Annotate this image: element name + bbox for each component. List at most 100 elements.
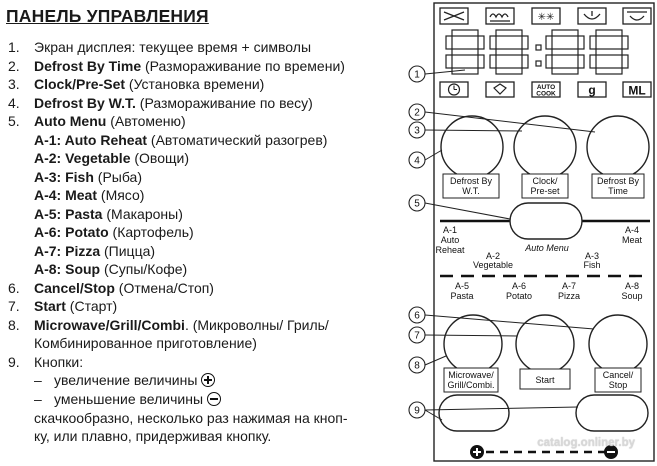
svg-text:COOK: COOK (536, 91, 556, 98)
list-item: 6.Cancel/Stop (Отмена/Стоп) (8, 279, 214, 296)
svg-text:AUTO: AUTO (537, 84, 555, 91)
cancel-label-line: Cancel/ (603, 370, 634, 380)
watermark: catalog.onliner.by (537, 437, 635, 449)
display-segment (595, 48, 623, 56)
microwave-icon (439, 7, 469, 25)
auto-menu-item: A-5: Pasta (Макароны) (34, 205, 183, 222)
micro-label-line: Microwave/ (448, 370, 494, 380)
gram-icon: g (577, 81, 607, 98)
cancel-label-line: Stop (609, 380, 628, 390)
ml-icon: ML (622, 81, 652, 98)
minus-icon (604, 445, 618, 459)
callout-circle (408, 121, 426, 139)
display-segment (545, 35, 553, 50)
list-item: 2.Defrost By Time (Размораживание по вре… (8, 57, 345, 74)
display-segment (495, 48, 523, 56)
clock-label-line: Clock/ (532, 176, 558, 186)
micro-label-line: Grill/Combi. (447, 380, 494, 390)
defrost-by-time-button[interactable] (586, 115, 650, 179)
display-segment (521, 35, 529, 50)
tail-text-line: скачкообразно, несколько раз нажимая на … (34, 410, 348, 426)
svg-text:✳✳: ✳✳ (538, 12, 555, 23)
colon-dot (535, 60, 542, 67)
decrease-button[interactable] (575, 394, 649, 432)
combi-icon (577, 7, 607, 25)
instructions-section: ПАНЕЛЬ УПРАВЛЕНИЯ 1.Экран дисплея: текущ… (0, 6, 348, 445)
display-segment (589, 54, 597, 69)
list-item: 3.Clock/Pre-Set (Установка времени) (8, 76, 265, 92)
auto-menu-item: A-2: Vegetable (Овощи) (34, 150, 189, 166)
defrost-time-label-line: Time (608, 186, 628, 196)
callout-number: 9 (414, 406, 420, 417)
callout-circle (408, 151, 426, 169)
display-segment (577, 54, 585, 69)
auto-menu-label: Auto Menu (524, 243, 569, 253)
list-item-continuation: Комбинированное приготовление) (34, 335, 257, 351)
callout-number: 3 (414, 126, 420, 137)
grill-icon (485, 7, 515, 25)
start-label: Start (535, 375, 555, 385)
display-segment (477, 54, 485, 69)
clock-preset-button[interactable] (513, 115, 577, 179)
callout-number: 8 (414, 361, 420, 372)
auto-menu-button[interactable] (509, 202, 583, 240)
display-segment (595, 29, 623, 37)
callout-circle (408, 306, 426, 324)
display-segment (489, 54, 497, 69)
auto-menu-code: A-7 (562, 281, 576, 291)
display-segment (595, 67, 623, 75)
weight-icon (485, 81, 515, 98)
display-segment (621, 54, 629, 69)
decrease-row: –уменьшение величины (0, 390, 348, 409)
callout-number: 5 (414, 199, 420, 210)
svg-text:g: g (588, 83, 595, 97)
cancel-stop-button[interactable] (588, 314, 648, 374)
increase-button[interactable] (438, 394, 510, 432)
callout-circle (408, 401, 426, 419)
auto-menu-name: Reheat (435, 245, 465, 255)
microwave-grill-combi-button[interactable] (443, 314, 503, 374)
callout-circle (408, 326, 426, 344)
svg-text:ML: ML (628, 84, 645, 98)
top-icons: ✳✳ (439, 7, 652, 25)
display-segment (451, 48, 479, 56)
display-segment (495, 29, 523, 37)
display-segment (489, 35, 497, 50)
list-item: 8.Microwave/Grill/Combi. (Микроволны/ Гр… (8, 316, 329, 333)
display-segment (551, 29, 579, 37)
auto-cook-icon: AUTO COOK (531, 81, 561, 98)
auto-menu-name: Potato (506, 291, 532, 301)
minus-icon (207, 392, 222, 406)
display-segment (477, 35, 485, 50)
auto-menu-name: Auto (441, 235, 460, 245)
display-digits (445, 29, 629, 75)
controls-list: 1.Экран дисплея: текущее время + символы… (0, 38, 348, 445)
defrost-time-label-line: Defrost By (597, 176, 640, 186)
defrost-wt-label-line: W.T. (462, 186, 480, 196)
auto-menu-code: A-4 (625, 225, 639, 235)
display-segment (551, 48, 579, 56)
callout-circle (408, 65, 426, 83)
callout-circle (408, 194, 426, 212)
auto-menu-item: A-7: Pizza (Пицца) (34, 242, 156, 259)
auto-menu-item: A-8: Soup (Супы/Кофе) (34, 261, 188, 277)
clock-label-line: Pre-set (530, 186, 560, 196)
list-item: 4.Defrost By W.T. (Размораживание по вес… (8, 94, 313, 111)
callout-number: 7 (414, 331, 420, 342)
callout-number: 6 (414, 311, 420, 322)
display-segment (445, 35, 453, 50)
auto-menu-name: Fish (583, 260, 600, 270)
auto-menu-name: Vegetable (473, 260, 513, 270)
callout-circle (408, 103, 426, 121)
defrost-icon: ✳✳ (531, 7, 561, 25)
auto-menu-name: Meat (622, 235, 643, 245)
increase-row: –увеличение величины (0, 371, 348, 390)
auto-menu-item: A-4: Meat (Мясо) (34, 187, 145, 203)
auto-menu-name: Soup (621, 291, 642, 301)
combi-grill-icon (622, 7, 652, 25)
defrost-by-wt-button[interactable] (440, 115, 504, 179)
list-item: 5.Auto Menu (Автоменю) (8, 113, 186, 129)
callout-number: 2 (414, 108, 420, 119)
auto-menu-name: Pizza (558, 291, 580, 301)
page-title: ПАНЕЛЬ УПРАВЛЕНИЯ (6, 6, 209, 26)
